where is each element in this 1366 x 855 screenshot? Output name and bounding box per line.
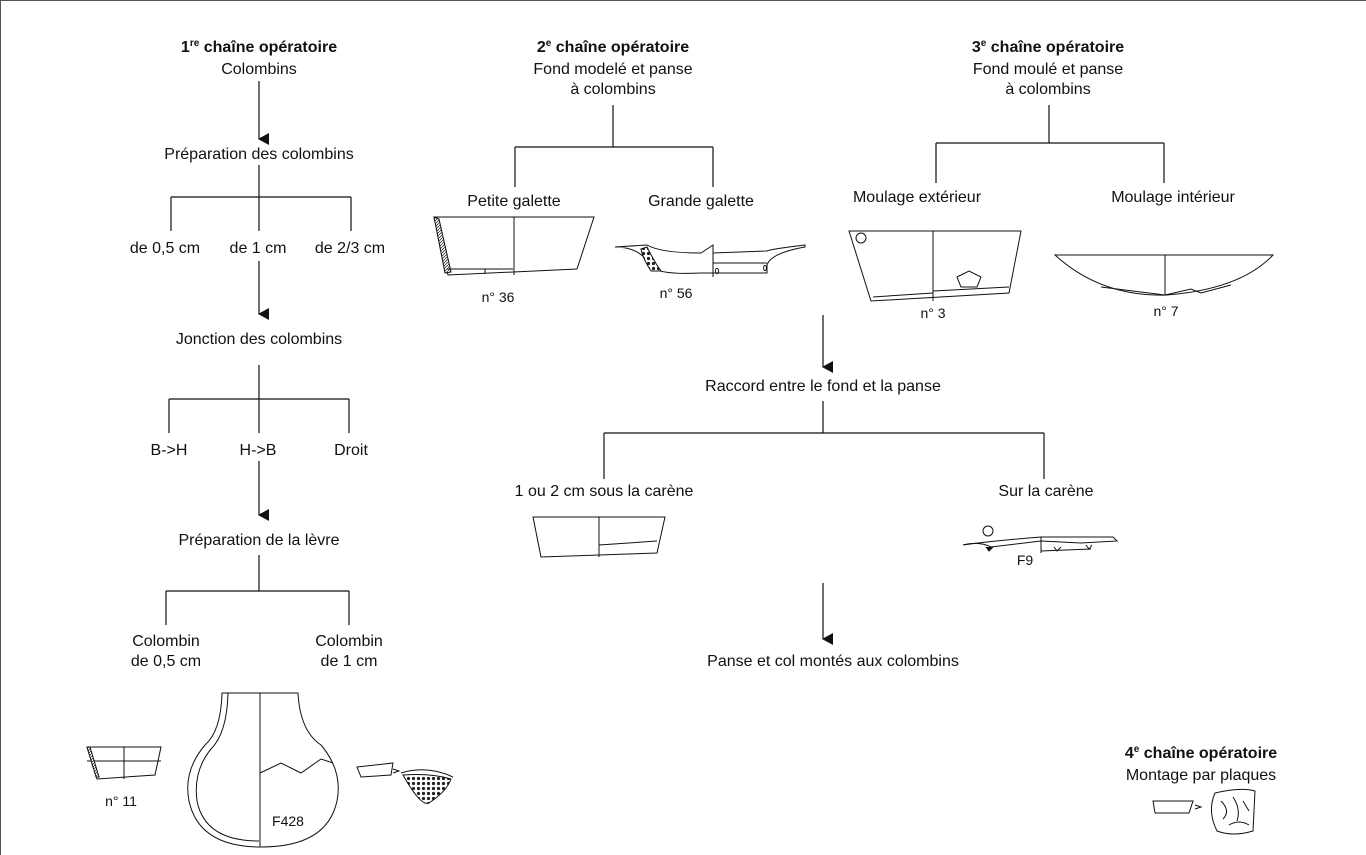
shared-tree <box>603 401 1045 479</box>
ref-f428: F428 <box>272 813 304 829</box>
chain4-sup: e <box>1133 744 1140 755</box>
chain1-dir-c: Droit <box>334 442 368 459</box>
chain1-size-c: de 2/3 cm <box>314 240 386 257</box>
chain1-tree-lips <box>165 555 350 625</box>
chain1-dir-a: B->H <box>150 442 188 459</box>
chain1-subtitle: Colombins <box>221 61 297 78</box>
vessel-f428 <box>187 692 339 848</box>
shared-right: Sur la carène <box>998 483 1094 500</box>
chain3-right: Moulage intérieur <box>1111 189 1235 206</box>
vessel-carene <box>532 516 666 558</box>
chain2-number: 2 <box>536 39 546 56</box>
chain2-sub1: Fond modelé et panse <box>533 61 693 78</box>
chain1-number: 1 <box>180 39 190 56</box>
vessel-3 <box>848 230 1022 302</box>
chain1-tree-sizes <box>170 165 352 231</box>
lip-sherd <box>356 762 454 804</box>
shared-left: 1 ou 2 cm sous la carène <box>514 483 694 500</box>
chain1-lip-a-line1: Colombin <box>132 633 200 650</box>
ref-n36: n° 36 <box>481 289 515 305</box>
chain3-sup: e <box>980 38 987 49</box>
ref-n3: n° 3 <box>920 305 946 321</box>
chain1-tree-directions <box>168 365 350 433</box>
chain1-size-a: de 0,5 cm <box>129 240 201 257</box>
chain3-title: 3e chaîne opératoire <box>972 38 1124 58</box>
vessel-36 <box>433 216 595 276</box>
chain1-dir-b: H->B <box>239 442 277 459</box>
chain1-lip-a-line2: de 0,5 cm <box>130 653 202 670</box>
chain1-sup: re <box>189 38 200 49</box>
chain3-left: Moulage extérieur <box>852 189 982 206</box>
chain2-right: Grande galette <box>648 193 754 210</box>
slab-sherd <box>1152 788 1256 835</box>
chain2-sub2: à colombins <box>570 81 656 98</box>
chain2-title-text: chaîne opératoire <box>555 39 690 56</box>
chain1-size-b: de 1 cm <box>229 240 287 257</box>
vessel-7 <box>1053 254 1275 296</box>
chain1-prep-levre: Préparation de la lèvre <box>178 532 340 549</box>
vessel-11 <box>86 746 162 780</box>
chain2-tree <box>514 105 714 187</box>
ref-n11: n° 11 <box>105 793 137 809</box>
chain3-tree <box>935 105 1165 183</box>
chain1-jonction: Jonction des colombins <box>175 331 343 348</box>
chain2-left: Petite galette <box>467 193 561 210</box>
ref-n56: n° 56 <box>659 285 693 301</box>
chain1-prep-colombins: Préparation des colombins <box>164 146 354 163</box>
chain4-title: 4e chaîne opératoire <box>1125 744 1277 764</box>
chain1-title-text: chaîne opératoire <box>203 39 338 56</box>
chain4-number: 4 <box>1124 745 1134 762</box>
chain2-sup: e <box>545 38 552 49</box>
chain2-title: 2e chaîne opératoire <box>537 38 689 58</box>
ref-f9: F9 <box>1016 552 1034 568</box>
chain1-lip-b-line1: Colombin <box>315 633 383 650</box>
vessel-56 <box>614 244 806 277</box>
chain4-subtitle: Montage par plaques <box>1125 767 1277 784</box>
chain3-sub2: à colombins <box>1005 81 1091 98</box>
chain3-number: 3 <box>971 39 981 56</box>
chain3-title-text: chaîne opératoire <box>990 39 1125 56</box>
ref-n7: n° 7 <box>1153 303 1179 319</box>
chain1-title: 1re chaîne opératoire <box>181 38 337 58</box>
chain1-lip-b-line2: de 1 cm <box>320 653 378 670</box>
vessel-f9 <box>962 525 1119 553</box>
chain4-title-text: chaîne opératoire <box>1143 745 1278 762</box>
chain3-sub1: Fond moulé et panse <box>972 61 1124 78</box>
shared-final: Panse et col montés aux colombins <box>707 653 959 670</box>
shared-raccord: Raccord entre le fond et la panse <box>705 378 941 395</box>
